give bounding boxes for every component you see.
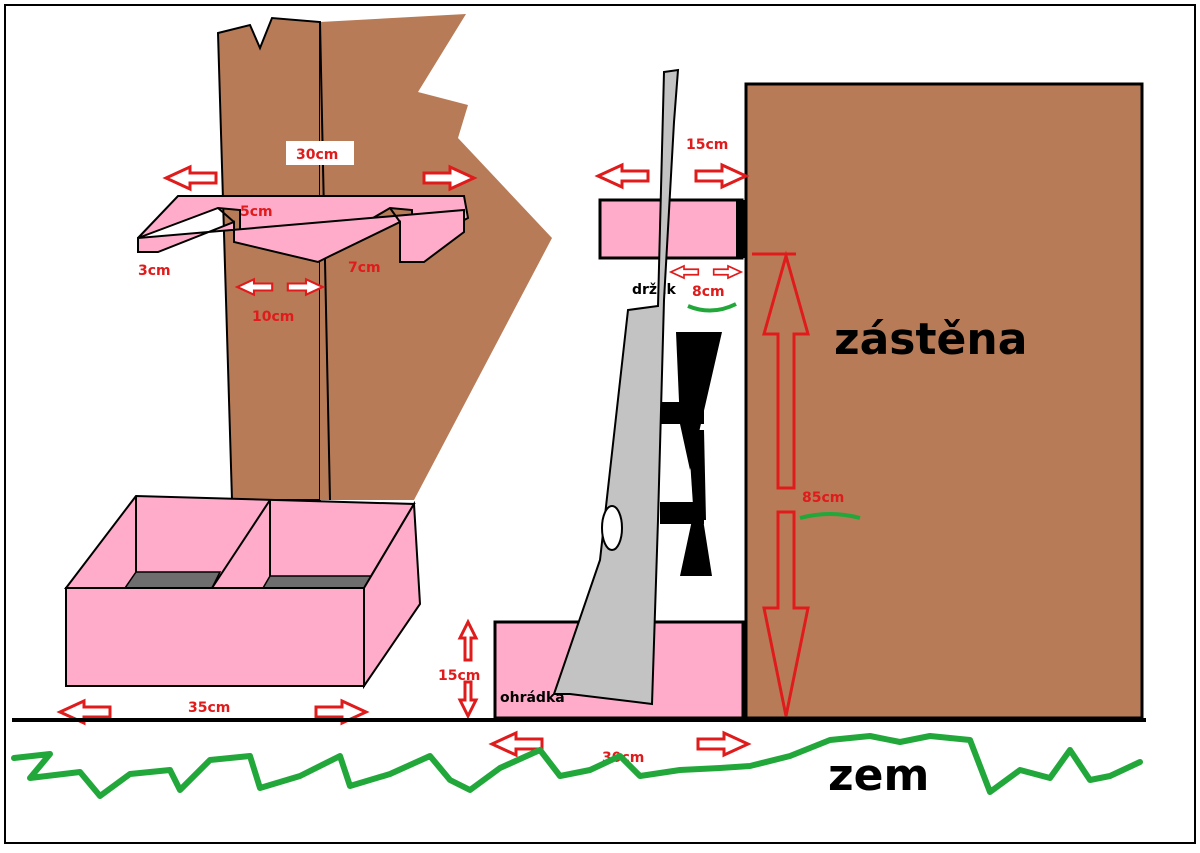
rack-width-label-bg <box>286 141 354 165</box>
holder-length-label: 15cm <box>686 137 728 153</box>
rifle <box>552 68 680 706</box>
green-squiggle-holder <box>687 302 737 313</box>
green-squiggle-wall <box>799 512 861 520</box>
arrow-holder-gap <box>669 265 743 279</box>
rifle-stand <box>660 332 722 576</box>
rack-thickness-label: 3cm <box>138 263 171 279</box>
storage-box <box>63 494 422 690</box>
holder-label: držák <box>632 282 677 298</box>
rack-inner-width-label: 10cm <box>252 309 294 325</box>
screen-wall <box>744 82 1144 720</box>
box-width-label: 35cm <box>188 700 230 716</box>
wall-label: zástěna <box>834 314 1027 365</box>
wall-height-label: 85cm <box>802 490 844 506</box>
holder-bar <box>598 198 744 260</box>
grass-line <box>11 733 1143 799</box>
rack-notch-width-label: 7cm <box>348 260 381 276</box>
frame-border <box>4 4 1196 844</box>
ground-label: zem <box>828 750 929 801</box>
fence-label: ohrádka <box>500 690 565 706</box>
holder-mount <box>736 200 746 258</box>
holder-gap-label: 8cm <box>692 284 725 300</box>
gun-rack-top <box>137 195 470 264</box>
arrow-fence-height <box>457 618 479 720</box>
arrow-wall-height <box>752 250 810 717</box>
rack-width-label: 30cm <box>296 147 338 163</box>
fence-height-label: 15cm <box>438 668 480 684</box>
rack-notch-depth-label: 5cm <box>240 204 273 220</box>
wooden-board <box>216 14 552 501</box>
